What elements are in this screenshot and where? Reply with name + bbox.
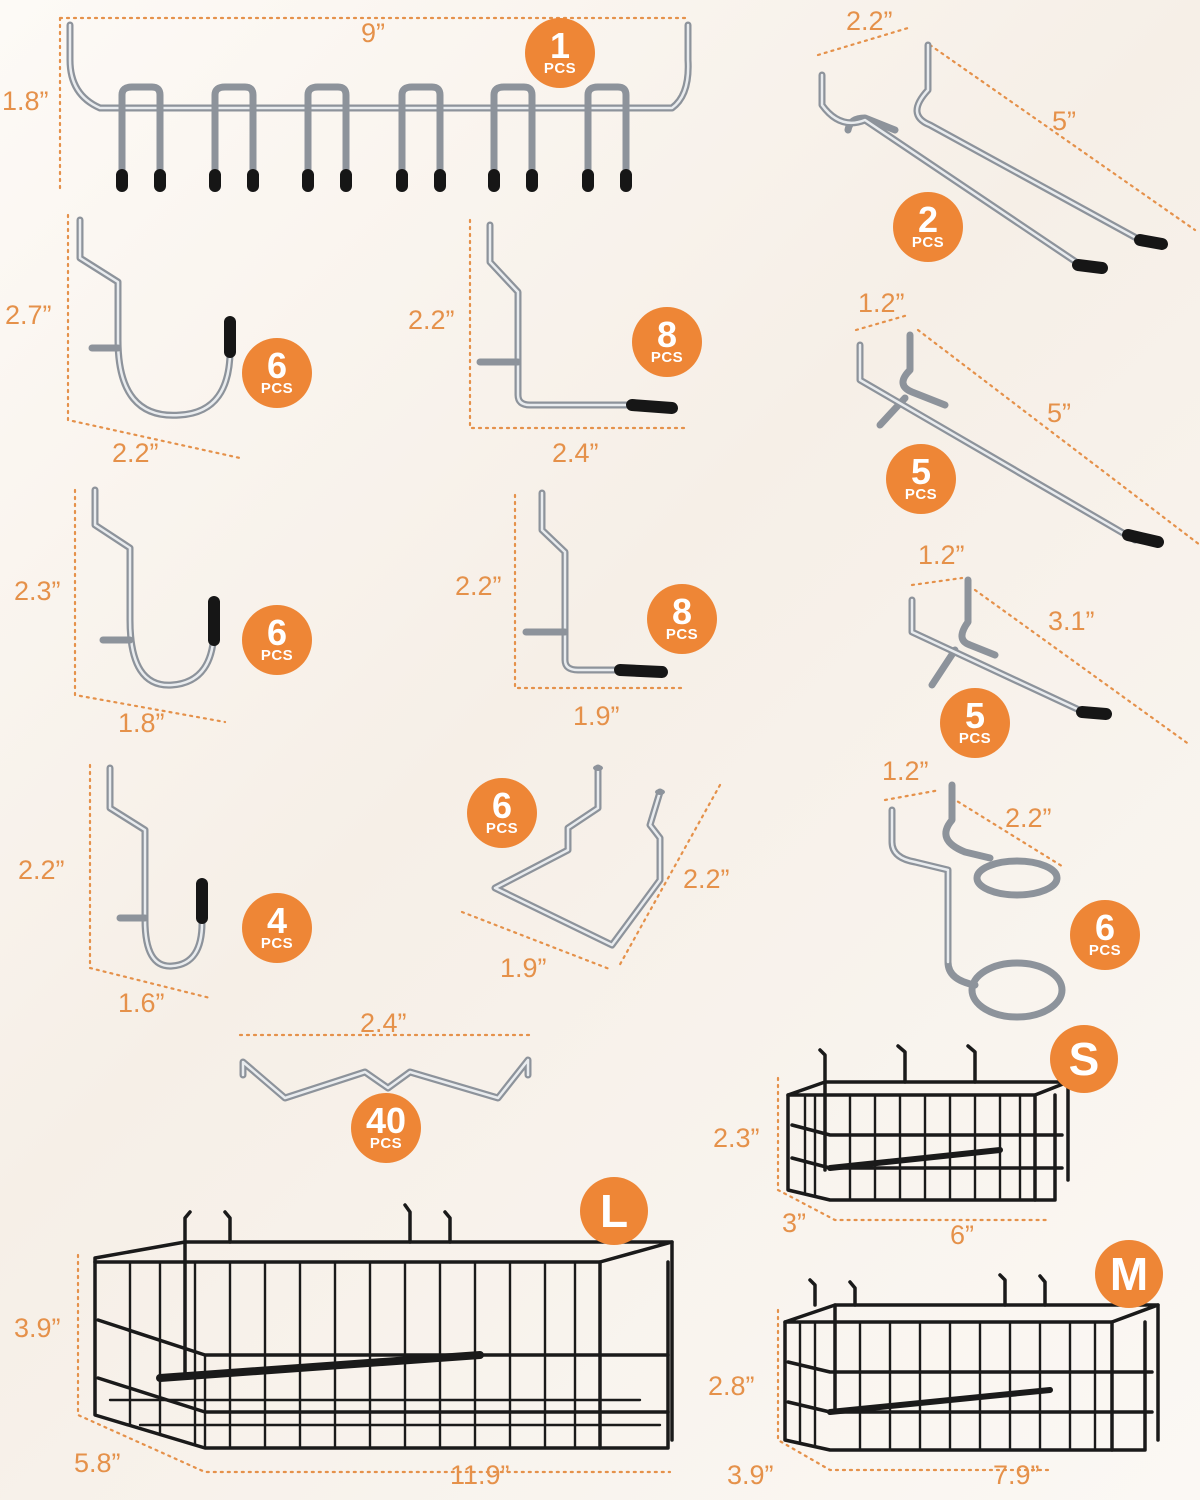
j-hook-small [106, 764, 208, 970]
basket-s-width-label: 6” [950, 1220, 975, 1250]
ring-holder-ring-label: 2.2” [1005, 803, 1052, 833]
basket-large [93, 1203, 674, 1450]
basket-m-width-label: 7.9” [993, 1460, 1040, 1490]
basket-l-width-label: 11.9” [450, 1460, 510, 1490]
dimension-guides [58, 16, 1200, 1474]
straight-hook-short-width-label: 1.2” [918, 540, 965, 570]
basket-m-depth-label: 3.9” [727, 1460, 774, 1490]
j-hook-medium [91, 486, 220, 689]
basket-l-height-label: 3.9” [14, 1313, 61, 1343]
basket-l-depth-label: 5.8” [74, 1448, 121, 1478]
j-hook-large-height-label: 2.7” [5, 300, 52, 330]
ring-holder-width-label: 1.2” [882, 756, 929, 786]
straight-hook-long-length-label: 5” [1047, 398, 1072, 428]
basket-s-depth-label: 3” [782, 1208, 807, 1238]
l-hook-large-height-label: 2.2” [408, 305, 455, 335]
basket-s-height-label: 2.3” [713, 1123, 760, 1153]
basket-m-size-badge: M [1095, 1240, 1163, 1308]
straight-hook-short-length-label: 3.1” [1048, 606, 1095, 636]
j-hook-small-height-label: 2.2” [18, 855, 65, 885]
l-hook-small [522, 489, 668, 678]
j-hook-large-width-label: 2.2” [112, 438, 159, 468]
basket-medium [783, 1273, 1160, 1452]
straight-hook-long-width-label: 1.2” [858, 288, 905, 318]
pegboard-locks [239, 1056, 532, 1102]
rack-height-label: 1.8” [2, 86, 49, 116]
locks-width-label: 2.4” [360, 1008, 407, 1038]
ring-holder [888, 781, 1066, 1021]
j-hook-large [76, 216, 236, 419]
l-hook-small-width-label: 1.9” [573, 701, 620, 731]
l-hook-large [476, 221, 678, 414]
j-hook-medium-height-label: 2.3” [14, 576, 61, 606]
double-hook-width-label: 2.2” [846, 6, 893, 36]
basket-s-size-badge: S [1050, 1025, 1118, 1093]
straight-hook-short [908, 576, 1112, 720]
u-hook-width-label: 1.9” [500, 953, 547, 983]
double-hook-length-label: 5” [1052, 106, 1077, 136]
double-hook-long [818, 41, 1168, 274]
basket-small [786, 1044, 1070, 1202]
rack-width-label: 9” [361, 18, 386, 48]
basket-m-height-label: 2.8” [708, 1371, 755, 1401]
j-hook-medium-width-label: 1.8” [118, 708, 165, 738]
j-hook-small-width-label: 1.6” [118, 988, 165, 1018]
u-hook-height-label: 2.2” [683, 864, 730, 894]
l-hook-small-height-label: 2.2” [455, 571, 502, 601]
l-hook-large-width-label: 2.4” [552, 438, 599, 468]
rack-hook-strip [66, 21, 692, 192]
basket-l-size-badge: L [580, 1177, 648, 1245]
straight-hook-long [856, 331, 1164, 548]
u-hook [491, 764, 665, 949]
